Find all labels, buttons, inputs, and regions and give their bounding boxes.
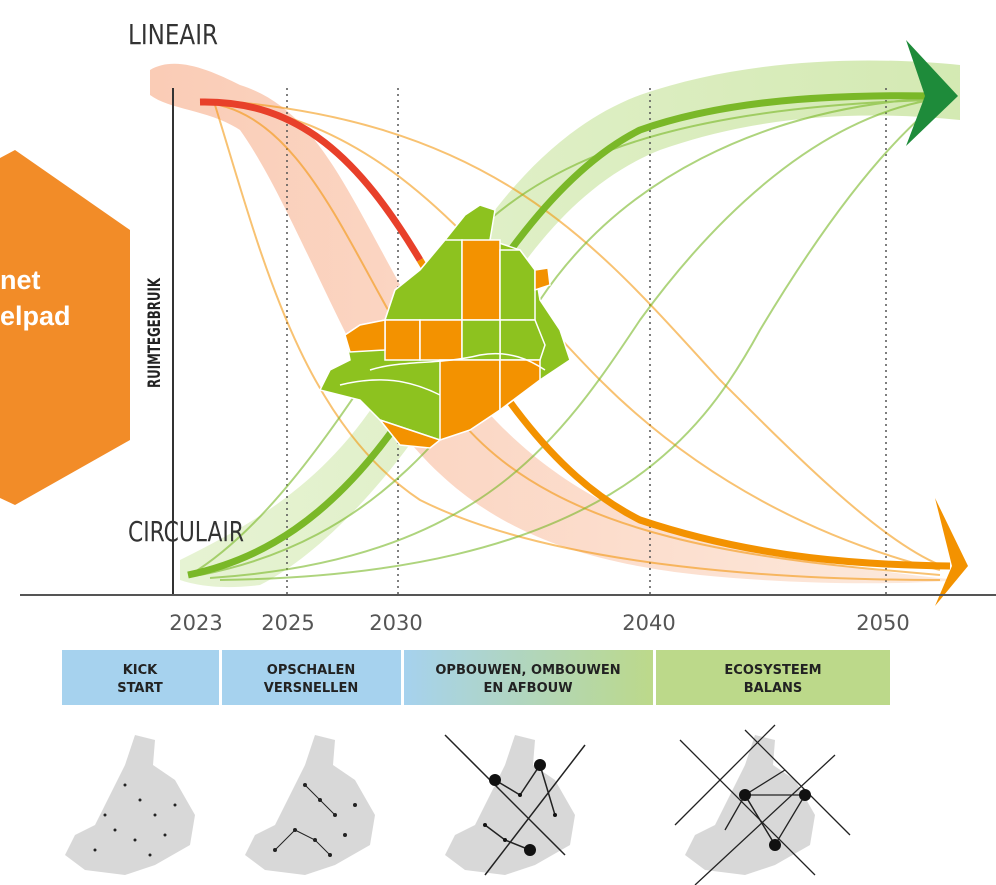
orange-hexagon [0,150,130,505]
phase-1-line1: KICK [123,663,158,678]
phase-1-line2: START [117,681,163,696]
year-2050: 2050 [856,611,909,635]
y-bottom-label: CIRCULAIR [128,515,244,548]
linear-arrowhead [935,498,968,606]
phase-4-line1: ECOSYSTEEM [724,663,821,678]
phase-bars [62,650,890,705]
phase-opschalen-bar [222,650,401,705]
year-2030: 2030 [369,611,422,635]
year-2040: 2040 [622,611,675,635]
phase-labels: KICK START OPSCHALEN VERSNELLEN OPBOUWEN… [117,663,821,696]
linear-band [150,63,960,584]
phase-3-line2: EN AFBOUW [483,681,572,696]
province-map-icon [318,204,571,449]
network-map-1 [65,735,195,875]
year-2023: 2023 [169,611,222,635]
hexagon-line-2: elpad [0,301,71,331]
linear-arrow-red [199,98,424,262]
phase-3-line1: OPBOUWEN, OMBOUWEN [435,663,620,678]
network-map-icon [65,724,851,885]
network-map-2 [245,735,375,875]
network-map-3 [444,734,586,876]
year-labels: 2023 2025 2030 2040 2050 [169,611,909,635]
phase-4-line2: BALANS [744,681,803,696]
hexagon-line-1: net [0,265,41,295]
year-2025: 2025 [261,611,314,635]
phase-kick-start-bar [62,650,219,705]
phase-2-line2: VERSNELLEN [264,681,358,696]
phase-ecosysteem-bar [656,650,890,705]
circular-arrowhead [906,40,958,146]
hexagon-label: net elpad [0,262,140,334]
y-axis-title: RUIMTEGEBRUIK [145,277,165,388]
phase-2-line1: OPSCHALEN [267,663,355,678]
circular-arrow-green [187,92,941,579]
phase-opbouwen-bar [404,650,653,705]
y-top-label: LINEAIR [128,18,218,51]
network-map-4 [674,724,851,885]
